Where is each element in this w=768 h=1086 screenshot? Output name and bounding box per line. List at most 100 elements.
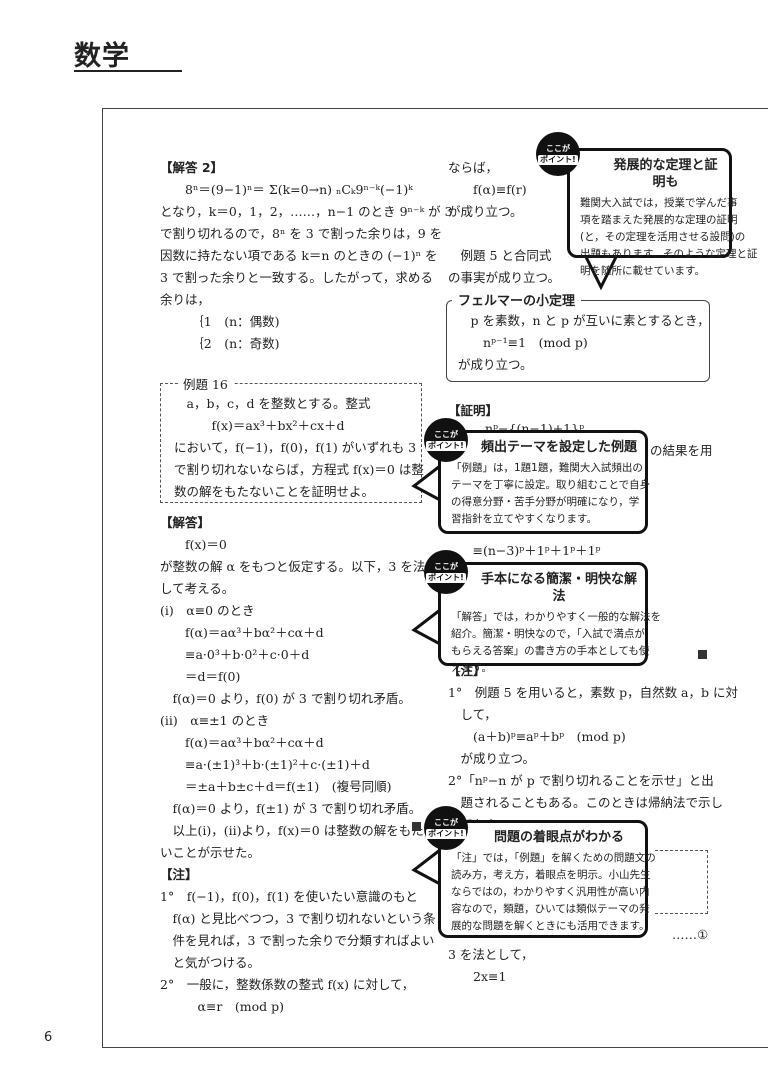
right-note-section: 【注】1° 例題 5 を用いると，素数 p，自然数 a，b に対 して， (a＋… xyxy=(448,660,738,836)
callout-line: (と，その定理を活用させる設問)の xyxy=(580,231,746,243)
text-line: 2°「nᵖ−n が p で割り切れることを示せ」と出 xyxy=(448,773,714,788)
callout-line: 明を随所に載せています。 xyxy=(580,265,705,277)
dashed-box-fragment xyxy=(655,850,708,914)
callout-line: 読み方，考え方，着眼点を明示。小山先生 xyxy=(451,869,651,881)
equation-marker: ……① xyxy=(672,927,709,942)
callout-frequent-themes: 頻出テーマを設定した例題「例題」は，1題1題，難関大入試頻出のテーマを丁寧に設定… xyxy=(438,430,651,534)
qed-mark-right xyxy=(698,650,707,659)
fermat-line: nᵖ⁻¹≡1 (mod p) xyxy=(458,335,588,350)
text-line: 1° f(−1)，f(0)，f(1) を使いたい意識のもと xyxy=(160,889,418,904)
text-line: 【解答】 xyxy=(160,515,211,530)
callout-line: 「例題」は，1題1題，難関大入試頻出の xyxy=(451,462,643,474)
text-line: f(α)＝0 より，f(±1) が 3 で割り切れ矛盾。 xyxy=(160,801,422,816)
point-badge: ここがポイント! xyxy=(424,806,468,850)
text-line: f(α)＝aα³＋bα²＋cα＋d xyxy=(160,625,324,640)
text-line: ≡a·(±1)³＋b·(±1)²＋c·(±1)＋d xyxy=(160,757,370,772)
example-line: において，f(−1)，f(0)，f(1) がいずれも 3 xyxy=(174,440,417,455)
callout-line: の得意分野・苦手分野が明確になり，学 xyxy=(451,496,640,508)
text-line: f(α)≡f(r) xyxy=(448,182,527,197)
fermat-line: p を素数，n と p が互いに素とするとき， xyxy=(458,313,710,328)
text-line: (i) α≡0 のとき xyxy=(160,603,255,618)
point-badge: ここがポイント! xyxy=(424,550,468,594)
text-line: 題されることもある。このときは帰納法で示し xyxy=(448,795,724,810)
callout-heading: 手本になる簡潔・明快な解法 xyxy=(481,572,638,604)
page-number: 6 xyxy=(44,1030,53,1045)
proof-fragment: の結果を用 xyxy=(650,443,713,458)
text-line: 3 で割った余りと一致する。したがって，求める xyxy=(160,270,433,285)
text-line: ならば， xyxy=(448,160,499,175)
text-line: 件を見れば，3 で割った余りで分類すればよい xyxy=(160,933,435,948)
text-line: 2x≡1 xyxy=(448,969,507,984)
text-line: f(α) と見比べつつ，3 で割り切れないという条 xyxy=(160,911,436,926)
text-line: f(x)＝0 xyxy=(160,537,227,552)
callout-line: 項を踏まえた発展的な定理の証明 xyxy=(580,214,738,226)
qed-mark xyxy=(412,822,421,831)
callout-heading: 問題の着眼点がわかる xyxy=(493,830,624,845)
text-line: して， xyxy=(448,707,497,722)
callout-line: 出題もあります。そのような定理と証 xyxy=(580,248,758,260)
fermat-text: p を素数，n と p が互いに素とするとき， nᵖ⁻¹≡1 (mod p) が成… xyxy=(458,310,710,376)
content-frame xyxy=(102,108,768,1048)
right-top-text: ならば， f(α)≡f(r)が成り立つ。 例題 5 と合同式の事実が成り立つ。 xyxy=(448,157,560,289)
proof-sum-line: ≡(n−3)ᵖ＋1ᵖ＋1ᵖ＋1ᵖ xyxy=(460,543,601,558)
fermat-label: フェルマーの小定理 xyxy=(452,290,582,309)
callout-line: 習指針を立てやすくなります。 xyxy=(451,513,597,525)
callout-line: 紹介。簡潔・明快なので，「入試で満点が xyxy=(451,628,645,640)
text-line: 【注】 xyxy=(160,867,198,882)
example-text: a，b，c，d を整数とする。整式 f(x)＝ax³＋bx²＋cx＋d において，… xyxy=(174,393,424,503)
text-line: 因数に持たない項である k＝n のときの (−1)ⁿ を xyxy=(160,248,438,263)
text-line: で割り切れるので，8ⁿ を 3 で割った余りは，9 を xyxy=(160,226,443,241)
text-line: 3 を法として， xyxy=(448,947,534,962)
text-line: ｛1 (n：偶数) xyxy=(160,314,280,329)
text-line: 【注】 xyxy=(448,663,486,678)
text-line: 8ⁿ＝(9−1)ⁿ＝ Σ(k=0→n) ₙCₖ9ⁿ⁻ᵏ(−1)ᵏ xyxy=(160,182,413,197)
answer-2-section: 【解答 2】 8ⁿ＝(9−1)ⁿ＝ Σ(k=0→n) ₙCₖ9ⁿ⁻ᵏ(−1)ᵏ と… xyxy=(160,157,453,355)
point-badge: ここがポイント! xyxy=(536,132,580,176)
point-badge: ここがポイント! xyxy=(424,418,468,462)
callout-heading: 頻出テーマを設定した例題 xyxy=(481,440,638,455)
fermat-line: が成り立つ。 xyxy=(458,357,533,372)
callout-line: 展的な問題を解くときにも活用できます。 xyxy=(451,920,650,932)
text-line: 例題 5 と合同式 xyxy=(448,248,552,263)
callout-line: もらえる答案」の書き方の手本としても使 xyxy=(451,645,650,657)
callout-heading: 発展的な定理と証明も xyxy=(613,158,718,190)
proof-label: 【証明】 xyxy=(448,403,499,418)
text-line: 以上(i)，(ii)より，f(x)＝0 は整数の解をもたな xyxy=(160,823,437,838)
example-line: 数の解をもたないことを証明せよ。 xyxy=(174,484,375,499)
example-line: a，b，c，d を整数とする。整式 xyxy=(174,396,371,411)
text-line: いことが示せた。 xyxy=(160,845,261,860)
page-title: 数学 xyxy=(74,41,130,72)
text-line: ｛2 (n：奇数) xyxy=(160,336,280,351)
text-line: (ii) α≡±1 のとき xyxy=(160,713,270,728)
right-bottom-text: 3 を法として， 2x≡1 xyxy=(448,944,534,988)
text-line: 余りは， xyxy=(160,292,211,307)
text-line xyxy=(448,223,560,245)
callout-line: 「解答」では，わかりやすく一般的な解法を xyxy=(451,611,661,623)
title-underline xyxy=(74,70,182,72)
text-line: の事実が成り立つ。 xyxy=(448,270,561,285)
text-line: 2° 一般に，整数係数の整式 f(x) に対して， xyxy=(160,977,415,992)
callout-model-solutions: 手本になる簡潔・明快な解法「解答」では，わかりやすく一般的な解法を紹介。簡潔・明… xyxy=(438,562,661,674)
text-line: と気がつける。 xyxy=(160,955,261,970)
text-line: ＝d＝f(0) xyxy=(160,669,241,684)
callout-advanced-theorems: 発展的な定理と証明も難関大入試では，授業で学んだ事項を踏まえた発展的な定理の証明… xyxy=(567,148,757,277)
text-line: ≡a·0³＋b·0²＋c·0＋d xyxy=(160,647,310,662)
text-line: (a＋b)ᵖ≡aᵖ＋bᵖ (mod p) xyxy=(448,729,626,744)
example-line: f(x)＝ax³＋bx²＋cx＋d xyxy=(174,418,345,433)
callout-line: テーマを丁寧に設定。取り組むことで自身 xyxy=(451,479,651,491)
text-line: f(α)＝aα³＋bα²＋cα＋d xyxy=(160,735,324,750)
callout-line: えます。 xyxy=(451,662,492,674)
text-line: が成り立つ。 xyxy=(448,751,536,766)
callout-key-viewpoints: 問題の着眼点がわかる「注」では，「例題」を解くための問題文の読み方，考え方，着眼… xyxy=(438,820,656,938)
callout-line: 難関大入試では，授業で学んだ事 xyxy=(580,197,738,209)
example-label: 例題 16 xyxy=(178,374,233,393)
text-line: ＝±a＋b±c＋d＝f(±1) (複号同順) xyxy=(160,779,392,794)
callout-line: 容なので，類題，ひいては類似テーマの発 xyxy=(451,903,650,915)
text-line: となり，k＝0，1，2，……，n−1 のとき 9ⁿ⁻ᵏ が 3 xyxy=(160,204,453,219)
text-line: 【解答 2】 xyxy=(160,160,224,175)
example-line: で割り切れないならば，方程式 f(x)＝0 は整 xyxy=(174,462,424,477)
text-line: して考える。 xyxy=(160,581,235,596)
callout-line: 「注」では，「例題」を解くための問題文の xyxy=(451,852,656,864)
example-box xyxy=(160,383,422,503)
